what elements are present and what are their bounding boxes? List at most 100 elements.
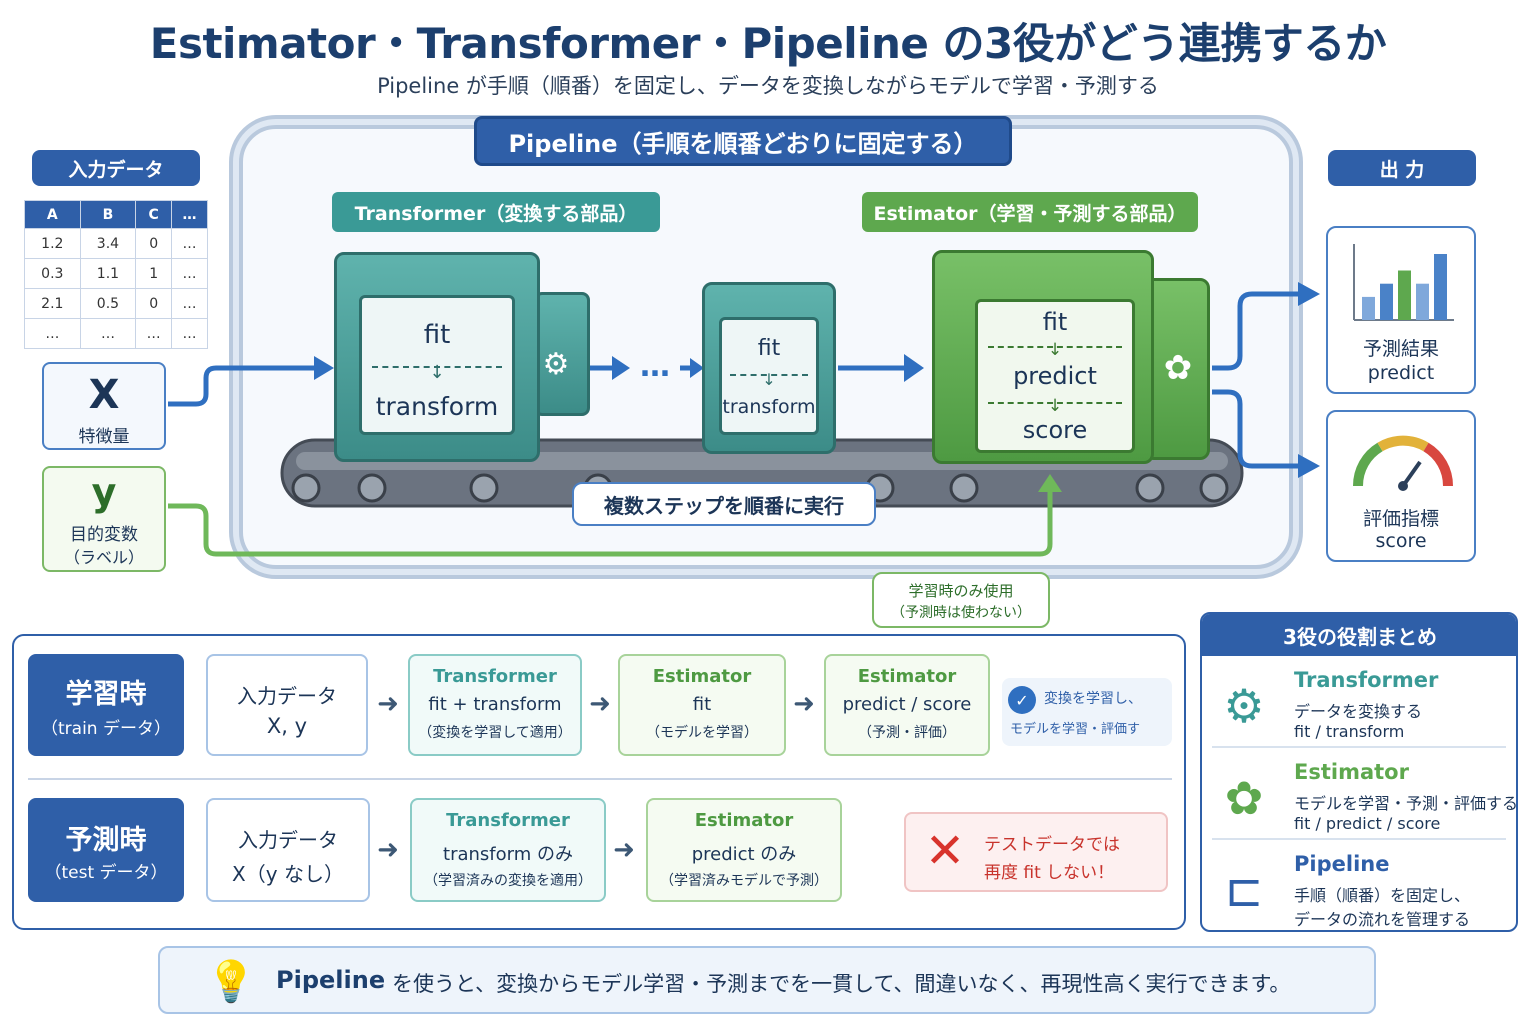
- train-estimator-fit-title: Estimator: [652, 666, 752, 687]
- arrow-right-icon: ➜: [377, 835, 399, 865]
- divider: [988, 346, 1122, 348]
- tip-bar: 💡 Pipeline を使うと、変換からモデル学習・予測までを一貫して、間違いな…: [158, 946, 1376, 1014]
- score-sub-label: score: [1375, 530, 1427, 552]
- mini-bar: [1362, 296, 1375, 320]
- test-transformer-title: Transformer: [446, 810, 570, 831]
- cross-icon: ✕: [924, 823, 966, 879]
- train-input-value: X, y: [266, 714, 308, 738]
- arrow-down-icon: ↓: [1047, 396, 1063, 416]
- divider: [988, 402, 1122, 404]
- transformer-1-fit: fit: [423, 320, 451, 350]
- train-only-note: 学習時のみ使用 （予測時は使わない）: [872, 572, 1050, 628]
- test-estimator-step: Estimator predict のみ （学習済みモデルで予測）: [646, 798, 842, 902]
- y-label: 目的変数: [70, 525, 138, 545]
- summary-item-line1: 手順（順番）を固定し、: [1294, 886, 1471, 905]
- table-cell: …: [171, 288, 208, 319]
- arrow-right-icon: ➜: [793, 689, 815, 719]
- arrow-down-icon: ↓: [1047, 340, 1063, 360]
- table-header-cell: B: [79, 200, 137, 229]
- output-header: 出 力: [1328, 150, 1476, 186]
- panel-divider: [28, 778, 1172, 780]
- pipe-icon: ⊏: [1224, 863, 1264, 917]
- page-title: Estimator・Transformer・Pipeline の3役がどう連携す…: [149, 19, 1387, 68]
- table-cell: 0: [135, 288, 173, 319]
- train-estimator-predict-main: predict / score: [842, 694, 972, 715]
- transformer-2-screen: fit ↓ transform: [719, 317, 819, 435]
- table-cell: 0: [135, 228, 173, 259]
- train-input-label: 入力データ: [237, 684, 337, 708]
- estimator-score: score: [1022, 416, 1088, 444]
- mini-bar: [1416, 283, 1429, 320]
- train-row-label: 学習時 （train データ）: [28, 654, 184, 756]
- brain-icon: ✿: [1163, 348, 1193, 388]
- test-estimator-title: Estimator: [694, 810, 794, 831]
- train-estimator-fit-main: fit: [692, 694, 712, 715]
- test-input-step: 入力データ X（y なし）: [206, 798, 370, 902]
- table-row: …………: [24, 318, 208, 349]
- arrow-down-icon: ↓: [429, 362, 445, 383]
- test-input-label: 入力データ: [238, 828, 338, 852]
- table-cell: …: [79, 318, 137, 349]
- summary-item-line1: データを変換する: [1294, 702, 1423, 721]
- estimator-fit: fit: [1042, 308, 1068, 336]
- test-row-label: 予測時 （test データ）: [28, 798, 184, 902]
- test-estimator-main: predict のみ: [691, 844, 797, 865]
- estimator-machine: fit ↓ predict ↓ score: [932, 250, 1154, 464]
- transformer-1-transform: transform: [375, 392, 499, 421]
- conveyor-label: 複数ステップを順番に実行: [572, 482, 876, 526]
- train-check-line1: 変換を学習し、: [1044, 691, 1142, 707]
- mini-bar: [1398, 270, 1411, 320]
- test-transformer-main: transform のみ: [443, 844, 573, 865]
- train-check-note: ✓ 変換を学習し、 モデルを学習・評価す: [1002, 678, 1172, 746]
- train-estimator-predict-step: Estimator predict / score （予測・評価）: [824, 654, 990, 756]
- table-cell: 1: [135, 258, 173, 289]
- summary-item-line2: fit / predict / score: [1294, 814, 1441, 833]
- prediction-sub-label: predict: [1367, 362, 1435, 384]
- train-estimator-predict-title: Estimator: [857, 666, 957, 687]
- train-estimator-fit-note: （モデルを学習）: [646, 725, 758, 741]
- transformer-1-screen: fit ↓ transform: [359, 295, 515, 435]
- x-label: 特徴量: [78, 427, 130, 447]
- table-cell: 1.2: [24, 228, 81, 259]
- train-transformer-title: Transformer: [433, 666, 557, 687]
- gauge-icon: [1352, 435, 1454, 491]
- test-warning-line1: テストデータでは: [984, 835, 1120, 855]
- lightbulb-icon: 💡: [206, 958, 256, 1005]
- train-only-note-line2: （予測時は使わない）: [891, 605, 1031, 621]
- train-check-line2: モデルを学習・評価す: [1010, 722, 1141, 737]
- x-symbol: X: [88, 372, 120, 418]
- summary-item-title: Transformer: [1294, 668, 1439, 692]
- table-cell: 0.3: [24, 258, 81, 289]
- summary-item-title: Pipeline: [1294, 852, 1390, 876]
- train-transformer-main: fit + transform: [428, 694, 562, 715]
- train-estimator-predict-note: （予測・評価）: [858, 725, 956, 741]
- input-data-header: 入力データ: [32, 150, 200, 186]
- transformer-machine-2: fit ↓ transform: [702, 282, 836, 454]
- summary-item-line1: モデルを学習・予測・評価する: [1294, 794, 1518, 813]
- mini-bar: [1434, 254, 1447, 320]
- train-row-subtitle: （train データ）: [41, 719, 171, 739]
- summary-item-title: Estimator: [1294, 760, 1409, 784]
- summary-header: 3役の役割まとめ: [1202, 614, 1516, 656]
- score-output-card: 評価指標 score: [1326, 410, 1476, 562]
- transformer-label: Transformer（変換する部品）: [332, 192, 660, 232]
- arrow-right-icon: ➜: [613, 835, 635, 865]
- table-cell: 0.5: [79, 288, 137, 319]
- estimator-label: Estimator（学習・予測する部品）: [862, 192, 1198, 232]
- more-steps-ellipsis: …: [640, 348, 670, 384]
- table-header-cell: …: [171, 200, 208, 229]
- test-warning-note: ✕ テストデータでは 再度 fit しない！: [904, 812, 1168, 892]
- estimator-predict: predict: [1013, 362, 1097, 390]
- mini-bar: [1380, 283, 1393, 320]
- summary-item: ⊏ Pipeline 手順（順番）を固定し、データの流れを管理する: [1212, 844, 1506, 930]
- summary-item-line2: データの流れを管理する: [1294, 910, 1471, 929]
- test-estimator-note: （学習済みモデルで予測）: [660, 873, 828, 889]
- gear-icon: ⚙: [1223, 679, 1265, 733]
- y-label-sub: （ラベル）: [63, 548, 144, 567]
- train-input-step: 入力データ X, y: [206, 654, 368, 756]
- test-transformer-step: Transformer transform のみ （学習済みの変換を適用）: [410, 798, 606, 902]
- arrow-down-icon: ↓: [762, 370, 776, 389]
